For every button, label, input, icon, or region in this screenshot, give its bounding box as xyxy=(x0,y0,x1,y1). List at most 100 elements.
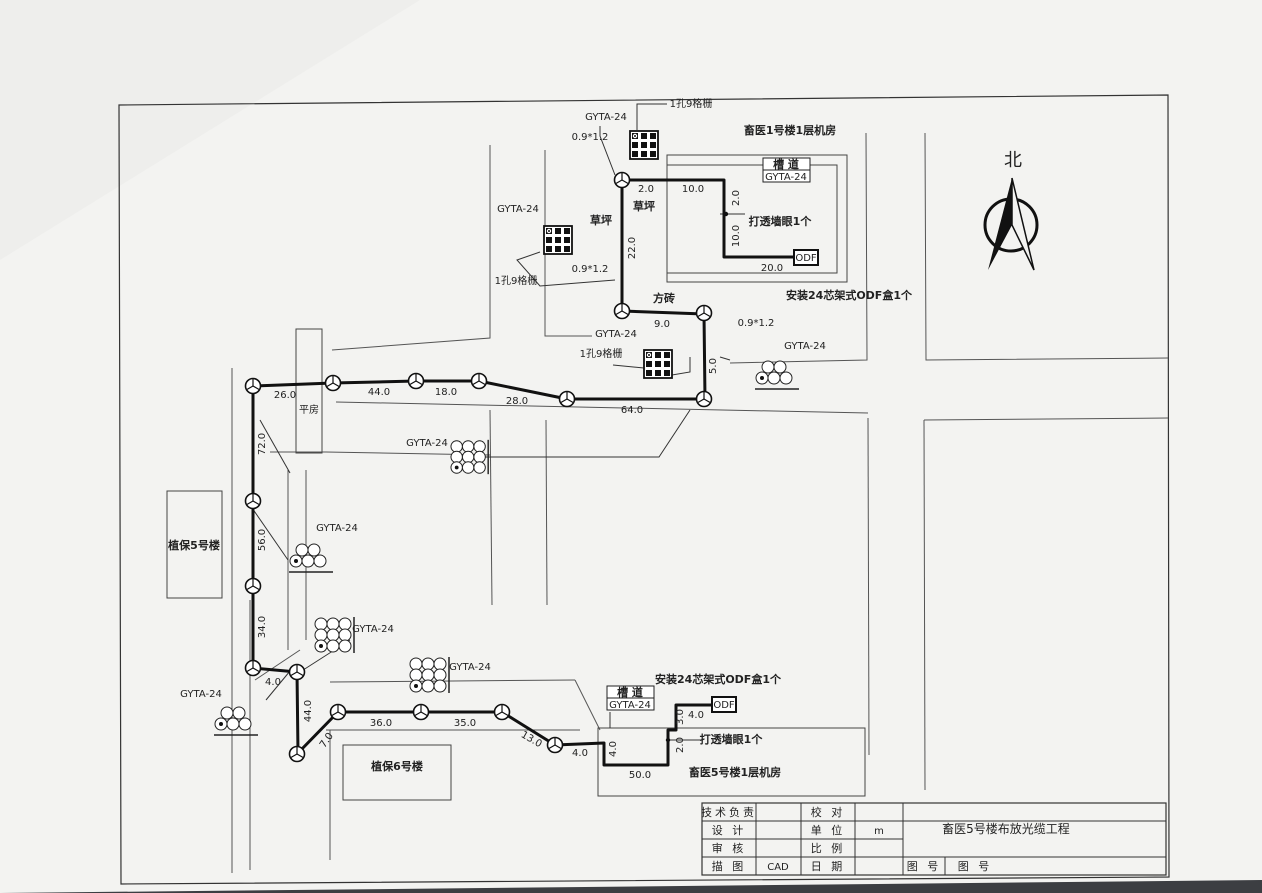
cable-label-3: GYTA-24 xyxy=(595,329,637,340)
manhole-18 xyxy=(546,736,564,754)
zhibao-6-label: 植保6号楼 xyxy=(370,759,423,773)
manhole-7 xyxy=(407,372,425,390)
compass-north-label: 北 xyxy=(1004,150,1022,171)
distance-labels: 2.0 10.0 2.0 10.0 20.0 22.0 9.0 5.0 26.0… xyxy=(257,184,783,781)
pipe-bundle-1 xyxy=(450,439,489,475)
distance-label: 3.0 xyxy=(675,709,686,725)
drawing-border xyxy=(118,94,1170,885)
wall-hole-bottom xyxy=(665,737,671,743)
cable-label-4: GYTA-24 xyxy=(784,341,826,352)
distance-label: 50.0 xyxy=(629,770,651,781)
grating-label-top: 1孔9格栅 xyxy=(670,97,713,110)
title-block: 技术负责 校 对 设 计 单 位 m 审 核 比 例 描 图 CAD 日 期 图… xyxy=(701,802,1167,876)
manhole-2 xyxy=(613,302,631,320)
distance-label: 34.0 xyxy=(257,616,268,638)
paper-shadow xyxy=(0,0,420,260)
tb-technical-lead: 技术负责 xyxy=(701,805,757,819)
top-trough-cable: GYTA-24 xyxy=(765,172,807,183)
pipe-bundle-4 xyxy=(409,656,450,694)
distance-label: 18.0 xyxy=(435,387,457,398)
distance-label: 10.0 xyxy=(682,184,704,195)
distance-label: 36.0 xyxy=(370,718,392,729)
grating-left xyxy=(543,225,573,255)
manhole-15 xyxy=(329,703,347,721)
zhibao-6-building xyxy=(342,744,452,801)
labels: 草坪 草坪 方砖 安装24芯架式ODF盒1个 安装24芯架式ODF盒1个 打透墙… xyxy=(180,97,913,746)
cable-label-5: GYTA-24 xyxy=(406,438,448,449)
manhole-3 xyxy=(695,304,713,322)
compass: 北 xyxy=(983,150,1039,271)
cable-horizontal-top xyxy=(252,379,705,401)
distance-label: 64.0 xyxy=(621,405,643,416)
tb-proofread: 校 对 xyxy=(811,805,846,819)
bottom-trough-title: 槽 道 xyxy=(617,685,643,699)
distance-label: 28.0 xyxy=(506,396,528,407)
tb-unit-value: m xyxy=(874,826,884,837)
distance-label: 2.0 xyxy=(731,190,742,206)
cable-top-main xyxy=(620,180,707,400)
distance-label: 4.0 xyxy=(608,741,619,757)
install-note-bottom: 安装24芯架式ODF盒1个 xyxy=(655,672,782,686)
cable-label-2: GYTA-24 xyxy=(497,204,539,215)
compass-needle-dark xyxy=(988,178,1012,270)
distance-label: 56.0 xyxy=(257,529,268,551)
xuyi-1-room-label: 畜医1号楼1层机房 xyxy=(744,123,836,137)
buildings: 平房 植保5号楼 植保6号楼 畜医1号楼1层机房 畜医5号楼1层机房 xyxy=(166,123,866,801)
distance-label: 10.0 xyxy=(731,225,742,247)
zhibao-5-label: 植保5号楼 xyxy=(167,538,220,552)
distance-label: 2.0 xyxy=(638,184,654,195)
manhole-9 xyxy=(244,377,262,395)
pingfang-building xyxy=(295,328,323,454)
manhole-11 xyxy=(244,577,262,595)
grass-right-label: 草坪 xyxy=(633,199,655,213)
pipe-bundle-3 xyxy=(314,616,355,654)
bottom-trough-cable: GYTA-24 xyxy=(609,700,651,711)
cable-top-room xyxy=(622,178,793,259)
grating-top xyxy=(629,130,659,160)
odf-bottom xyxy=(711,696,737,713)
cable-label-1: GYTA-24 xyxy=(585,112,627,123)
brick-label: 方砖 xyxy=(653,291,675,305)
grass-left-label: 草坪 xyxy=(590,213,612,227)
odf-top-label: ODF xyxy=(795,253,817,264)
tb-draft: 描 图 xyxy=(712,859,747,873)
cable-routes xyxy=(251,178,793,767)
manhole-spec-3: 0.9*1.2 xyxy=(738,318,775,329)
compass-needle-light xyxy=(1011,177,1035,271)
distance-label: 5.0 xyxy=(708,358,719,374)
tb-date: 日 期 xyxy=(811,860,846,873)
distance-label: 4.0 xyxy=(688,710,704,721)
odf-bottom-label: ODF xyxy=(713,700,735,711)
manhole-10 xyxy=(244,492,262,510)
tb-drawing-no-2: 图 号 xyxy=(958,860,993,873)
manhole-17 xyxy=(493,703,511,721)
manhole-8 xyxy=(324,374,342,392)
tb-scale: 比 例 xyxy=(811,841,846,855)
tb-draft-value: CAD xyxy=(767,862,789,873)
grating-mid xyxy=(643,349,673,379)
tb-project-title: 畜医5号楼布放光缆工程 xyxy=(942,821,1070,836)
distance-label: 4.0 xyxy=(265,677,281,688)
distance-label: 35.0 xyxy=(454,718,476,729)
manhole-spec-1: 0.9*1.2 xyxy=(572,132,609,143)
cable-label-6: GYTA-24 xyxy=(316,523,358,534)
manhole-14 xyxy=(288,745,306,763)
manhole-13 xyxy=(288,663,306,681)
cable-label-9: GYTA-24 xyxy=(180,689,222,700)
xuyi-5-room xyxy=(597,727,866,797)
tb-unit: 单 位 xyxy=(811,823,846,837)
manhole-spec-2: 0.9*1.2 xyxy=(572,264,609,275)
distance-label: 4.0 xyxy=(572,748,588,759)
zhibao-5-building xyxy=(166,490,223,599)
cable-bottom-route xyxy=(251,386,712,767)
manhole-1 xyxy=(613,171,631,189)
manhole-12 xyxy=(244,659,262,677)
distance-label: 9.0 xyxy=(654,319,670,330)
distance-label: 26.0 xyxy=(274,390,296,401)
cable-label-7: GYTA-24 xyxy=(352,624,394,635)
hole-note-bottom: 打透墙眼1个 xyxy=(700,732,764,746)
manhole-6 xyxy=(470,372,488,390)
tb-review: 审 核 xyxy=(712,841,747,855)
